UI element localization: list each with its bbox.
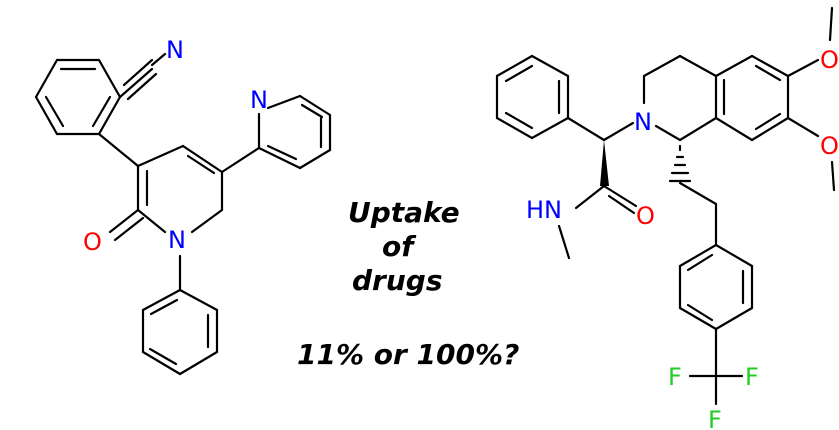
nitrile-n-label: N	[166, 36, 184, 64]
stereo-hash-bond	[668, 144, 692, 183]
nitrile-group	[118, 52, 167, 101]
benzonitrile-ring	[34, 58, 122, 136]
stereo-wedge-1	[600, 140, 609, 186]
caption-uptake: Uptake	[348, 196, 460, 229]
carbonyl-o-label: O	[83, 228, 102, 256]
ring-n-label: N	[634, 108, 652, 136]
amide-nh-label: HN	[526, 196, 562, 224]
cf3-phenyl-ring	[678, 243, 754, 331]
caption-drugs: drugs	[352, 264, 443, 297]
amide-o-label: O	[636, 202, 655, 230]
right-molecule: O HN N O	[495, 6, 839, 430]
n-phenyl-ring	[141, 288, 219, 376]
pyridine-n-label: N	[250, 86, 268, 114]
pyridone-ring	[136, 144, 224, 234]
caption-question: 11% or 100%?	[297, 338, 520, 371]
right-phenyl-ring	[495, 54, 570, 140]
fluorine-3-label: F	[708, 406, 722, 430]
tetrahydroisoquinoline	[642, 54, 790, 142]
fluorine-1-label: F	[668, 363, 682, 391]
caption-of: of	[382, 230, 414, 263]
pyridine-ring	[257, 94, 332, 170]
methoxy-o2-label: O	[820, 132, 839, 160]
fluorine-2-label: F	[745, 363, 759, 391]
methoxy-o1-label: O	[820, 46, 839, 74]
pyridone-n-label: N	[168, 226, 186, 254]
left-molecule: N O N	[34, 36, 332, 376]
